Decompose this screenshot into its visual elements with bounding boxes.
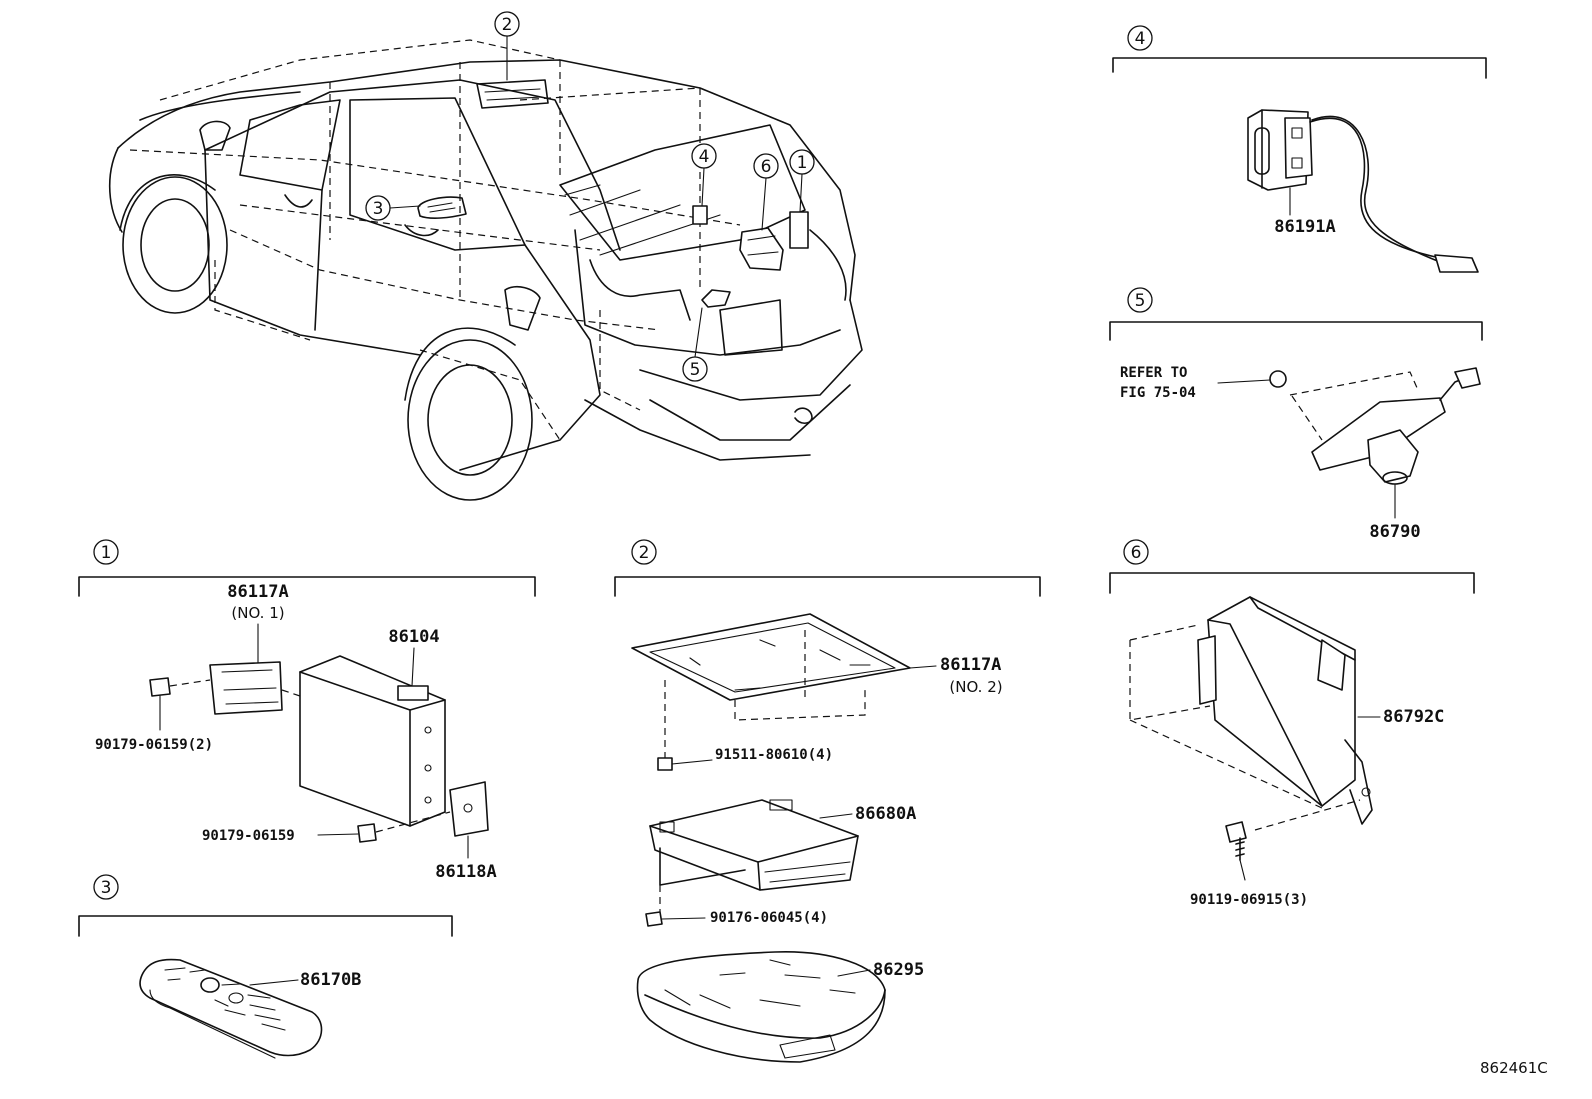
aux-jack-86191A	[1247, 109, 1479, 273]
part-number-90176-06045-4: 90176-06045(4)	[710, 910, 828, 926]
overview-callout-3: 3	[365, 195, 421, 221]
part-number-86295: 86295	[873, 960, 924, 980]
part-number-90119-06915-3: 90119-06915(3)	[1190, 892, 1308, 908]
group-3: 3 86170B	[78, 874, 453, 1059]
part-number-86170B: 86170B	[300, 970, 361, 990]
part-number-86191A: 86191A	[1274, 217, 1335, 237]
plate-86117A-no2	[631, 613, 911, 760]
refer-note-line1: REFER TO	[1120, 365, 1187, 381]
part-number-86104: 86104	[388, 627, 439, 647]
part-note-no1: (NO. 1)	[231, 604, 284, 622]
svg-text:6: 6	[1131, 543, 1142, 563]
svg-text:5: 5	[690, 360, 701, 380]
overview-callout-5: 5	[682, 307, 708, 382]
part-note-no2: (NO. 2)	[949, 678, 1002, 696]
svg-text:3: 3	[373, 199, 384, 219]
overview-callout-2: 2	[494, 11, 520, 81]
svg-text:5: 5	[1135, 291, 1146, 311]
part-number-90179-06159-2: 90179-06159(2)	[95, 737, 213, 753]
display-86680A	[649, 799, 859, 912]
figure-code: 862461C	[1480, 1059, 1548, 1077]
bolt-90119-06915	[1225, 821, 1247, 881]
vehicle-illustration	[108, 39, 863, 501]
part-number-90179-06159: 90179-06159	[202, 828, 295, 844]
overview-callout-1: 1	[789, 149, 815, 213]
part-number-91511-80610-4: 91511-80610(4)	[715, 747, 833, 763]
group-4: 4 86191A	[1112, 25, 1487, 273]
svg-text:1: 1	[101, 543, 112, 563]
overview-callout-6: 6	[753, 153, 779, 231]
svg-text:3: 3	[101, 878, 112, 898]
part-number-86680A: 86680A	[855, 804, 916, 824]
overview-callout-4: 4	[691, 143, 717, 207]
svg-text:2: 2	[639, 543, 650, 563]
svg-text:4: 4	[699, 147, 710, 167]
module-86792C	[1129, 596, 1373, 831]
camera-86790	[1269, 367, 1481, 519]
svg-text:6: 6	[761, 157, 772, 177]
remote-86170B	[139, 958, 323, 1059]
svg-text:4: 4	[1135, 29, 1146, 49]
svg-text:1: 1	[797, 153, 808, 173]
refer-note-line2: FIG 75-04	[1120, 385, 1196, 401]
part-number-86790: 86790	[1369, 522, 1420, 542]
part-number-86117A-no2: 86117A	[940, 655, 1001, 675]
group-5: 5 REFER TO FIG 75-04 86790	[1109, 287, 1483, 542]
part-number-86117A-no1: 86117A	[227, 582, 288, 602]
part-number-86118A: 86118A	[435, 862, 496, 882]
group-1: 1 86117A (NO. 1) 90179-06159(2) 86104 86…	[78, 539, 536, 882]
group-2: 2 86117A (NO. 2) 91511-80610(4)	[614, 539, 1041, 1063]
part-number-86792C: 86792C	[1383, 707, 1444, 727]
group-6: 6 86792C 90119-06915(3)	[1109, 539, 1475, 908]
housing-86295	[636, 951, 886, 1063]
svg-text:2: 2	[502, 15, 513, 35]
